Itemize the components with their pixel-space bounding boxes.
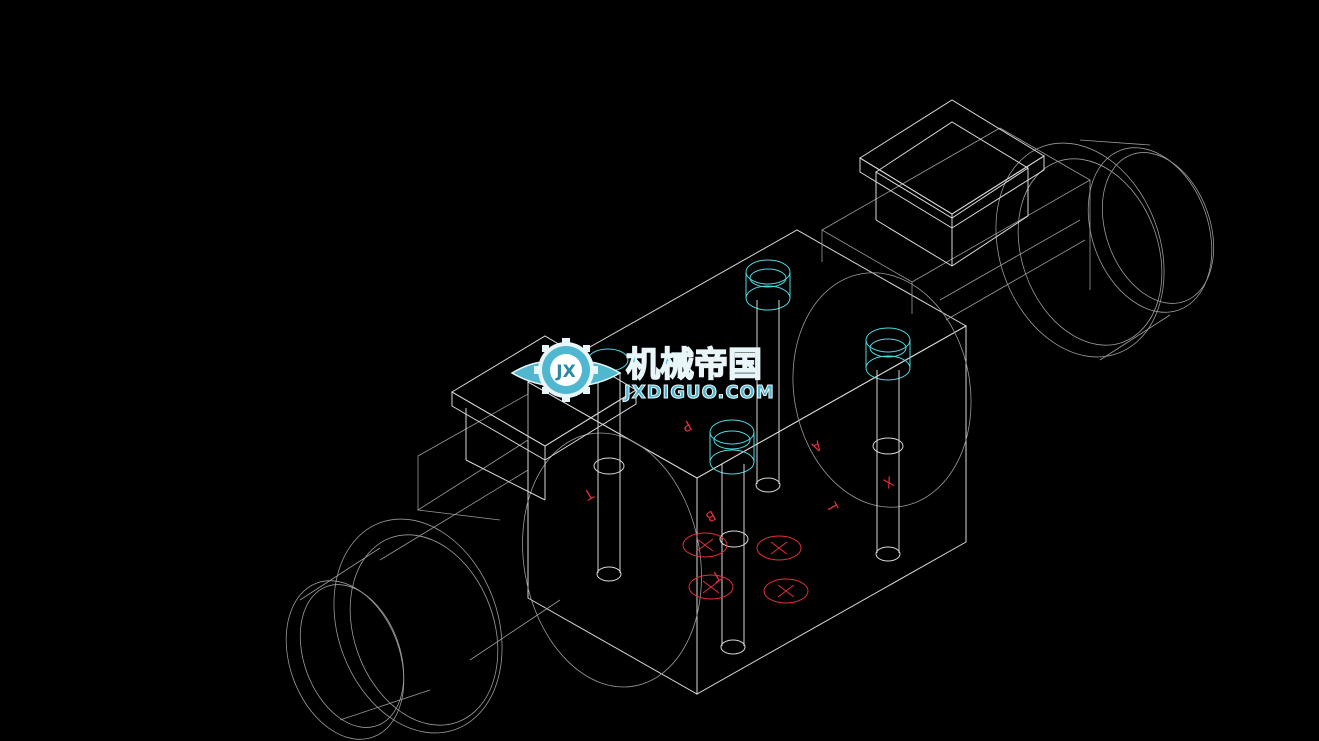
port-label-group: P A B T T T X	[580, 417, 896, 585]
left-junction-box	[451, 335, 637, 501]
port-label-b: B	[703, 507, 718, 525]
right-end-cap	[821, 127, 1215, 361]
port-holes	[587, 259, 911, 655]
watermark-domain: JXDIGUO.COM	[622, 382, 775, 403]
winged-gear-logo: JX	[510, 338, 622, 402]
mark-1	[682, 532, 728, 558]
port-label-x: X	[880, 473, 896, 491]
watermark: JX 机械帝国 JXDIGUO.COM	[510, 338, 775, 404]
right-junction-box	[859, 99, 1045, 267]
hole-1	[745, 259, 791, 493]
port-label-t: T	[823, 500, 841, 516]
port-label-a: A	[808, 437, 824, 455]
left-end-cap	[285, 393, 561, 740]
mark-2	[756, 535, 802, 561]
port-label-p: P	[679, 417, 694, 435]
logo-monogram: JX	[555, 362, 575, 382]
watermark-chinese-title: 机械帝国	[626, 345, 762, 385]
port-label-t1: T	[580, 485, 596, 503]
mark-3	[688, 574, 734, 600]
mark-4	[763, 578, 809, 604]
mounting-marks	[682, 532, 809, 604]
hole-3	[709, 419, 755, 655]
valve-block	[522, 229, 972, 695]
hole-2	[865, 327, 911, 562]
